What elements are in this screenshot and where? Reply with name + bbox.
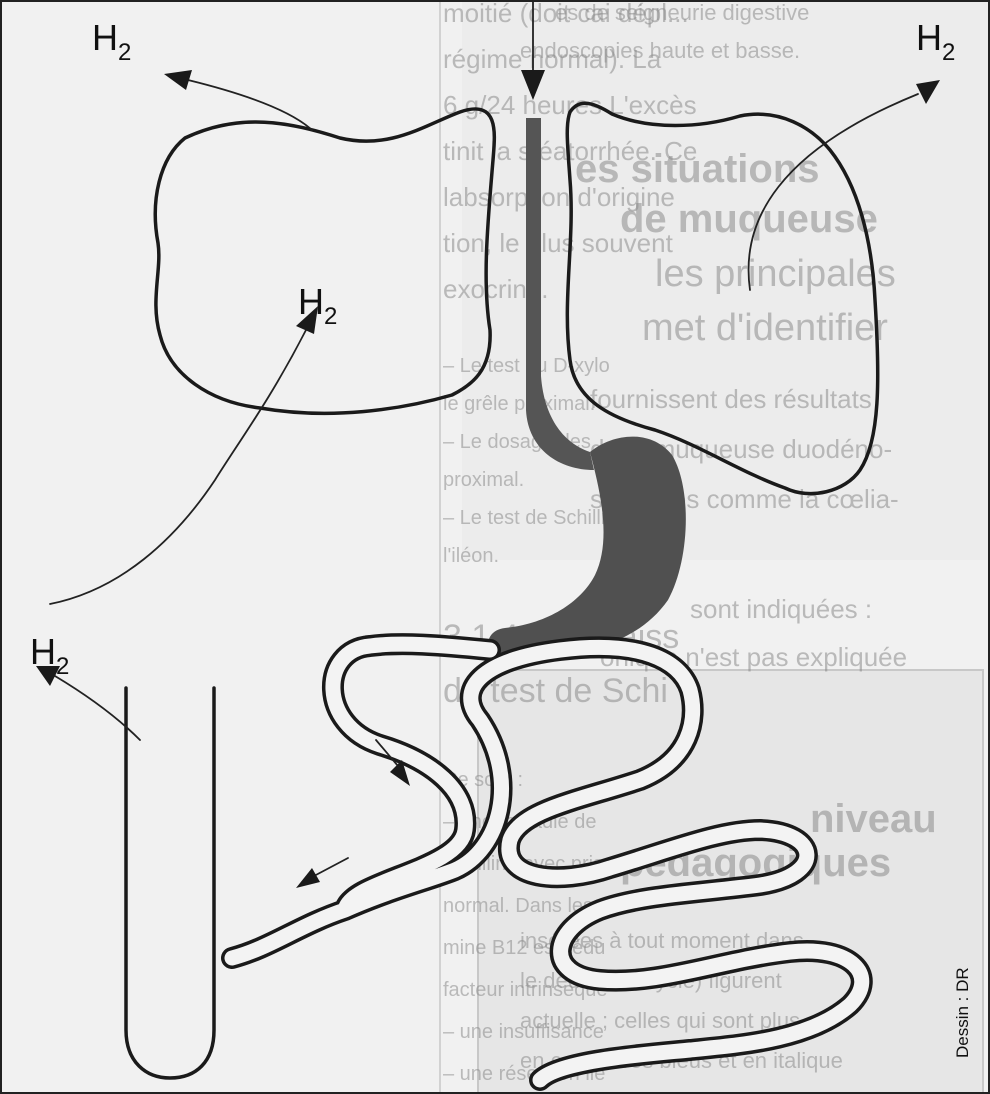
bg-right-heading: met d'identifier: [642, 307, 888, 349]
bg-right-heading: les principales: [655, 253, 896, 295]
bg-right-line: sont indiquées :: [690, 594, 872, 624]
bg-right-heading: niveau: [810, 797, 937, 841]
bg-left-line: l'iléon.: [443, 545, 499, 567]
bg-right-line: endoscopies haute et basse.: [520, 38, 800, 63]
bg-right-line: actuelle ; celles qui sont plus: [520, 1008, 800, 1033]
bg-right-heading: es situations: [575, 147, 820, 191]
bg-right-heading: de muqueuse: [620, 197, 878, 241]
credit-label: Dessin : DR: [953, 967, 972, 1058]
bg-right-line: fournissent des résultats: [590, 384, 872, 414]
bg-left-line: le grêle proximal.: [443, 393, 595, 415]
bg-left-line: proximal.: [443, 469, 524, 491]
bg-right-line: es de seigneurie digestive: [555, 0, 809, 25]
